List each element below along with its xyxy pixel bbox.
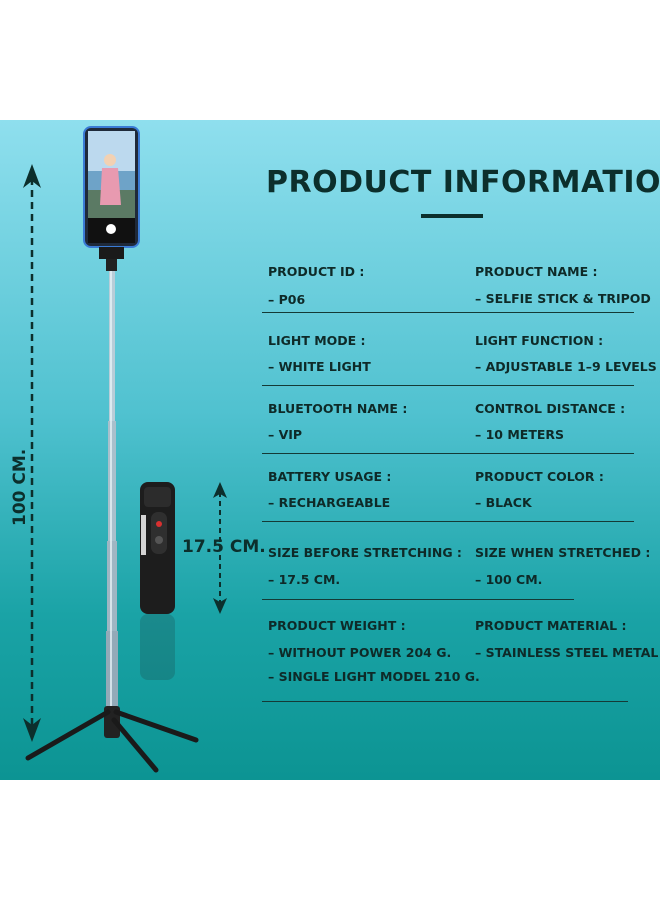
row-divider [262,599,574,601]
folded-handle [140,482,175,680]
row-divider [262,385,634,387]
battery-usage-value: – RECHARGEABLE [268,495,391,510]
battery-usage-label: BATTERY USAGE : [268,469,392,484]
page-title: PRODUCT INFORMATION [266,165,660,200]
phone-image [83,126,140,248]
product-id-value: – P06 [268,292,306,307]
product-weight-label: PRODUCT WEIGHT : [268,618,406,633]
light-mode-value: – WHITE LIGHT [268,359,371,374]
tripod-legs [25,706,199,773]
product-name-value: – SELFIE STICK & TRIPOD [475,291,651,306]
light-function-label: LIGHT FUNCTION : [475,333,604,348]
size-after-label: SIZE WHEN STRETCHED : [475,545,651,560]
row-divider [262,312,634,314]
row-divider [262,521,634,523]
bluetooth-name-label: BLUETOOTH NAME : [268,401,408,416]
product-material-label: PRODUCT MATERIAL : [475,618,627,633]
control-distance-label: CONTROL DISTANCE : [475,401,626,416]
bluetooth-name-value: – VIP [268,427,303,442]
size-before-label: SIZE BEFORE STRETCHING : [268,545,462,560]
control-distance-value: – 10 METERS [475,427,565,442]
handle-height-label: 17.5 CM. [182,537,266,557]
row-divider [262,453,634,455]
row-divider [262,701,628,703]
product-name-label: PRODUCT NAME : [475,264,598,279]
light-mode-label: LIGHT MODE : [268,333,366,348]
phone-clamp [99,247,124,259]
clamp-joint [106,259,117,271]
product-material-value: – STAINLESS STEEL METAL [475,645,659,660]
size-before-value: – 17.5 CM. [268,572,341,587]
product-weight-value: – WITHOUT POWER 204 G. [268,645,452,660]
telescopic-pole [106,271,118,711]
title-underline [421,214,483,218]
handle-dimension-arrow [213,482,227,614]
product-weight-value-2: – SINGLE LIGHT MODEL 210 G. [268,669,480,684]
product-id-label: PRODUCT ID : [268,264,365,279]
height-dimension-arrow [23,164,41,742]
size-after-value: – 100 CM. [475,572,543,587]
product-color-value: – BLACK [475,495,532,510]
product-color-label: PRODUCT COLOR : [475,469,604,484]
light-function-value: – ADJUSTABLE 1–9 LEVELS [475,359,657,374]
